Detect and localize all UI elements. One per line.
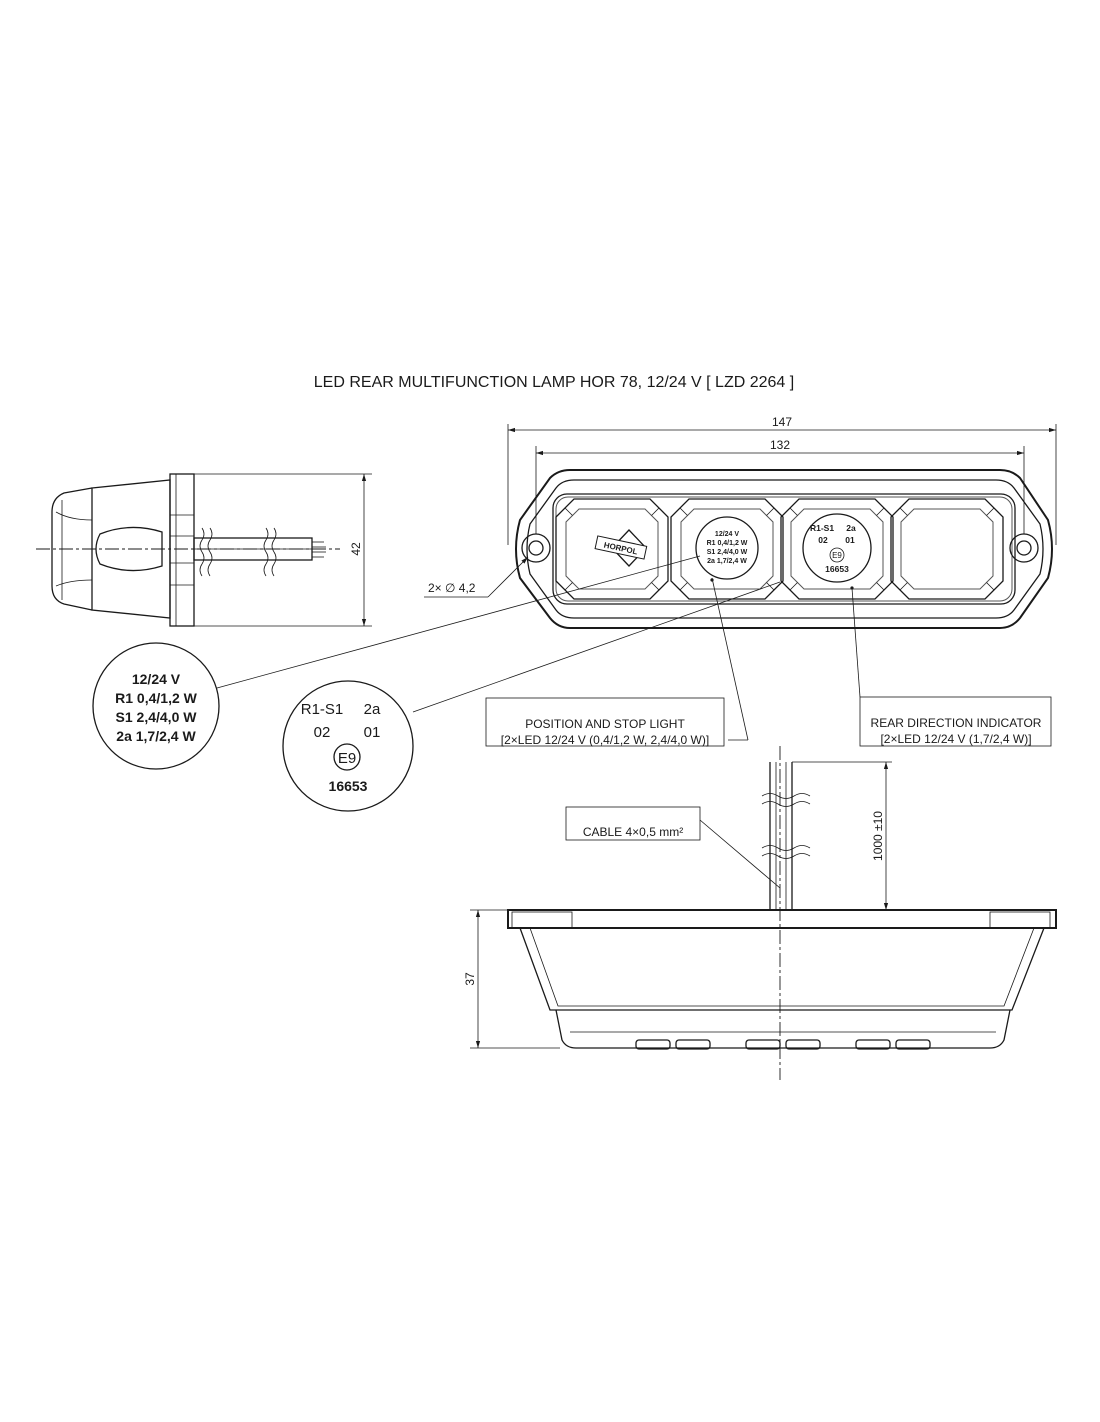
callout-cable: CABLE 4×0,5 mm² (565, 806, 781, 889)
front-view: HORPOL 12/24 V R1 0,4/1,2 W S1 2,4/4,0 W… (424, 415, 1057, 629)
svg-text:E9: E9 (832, 551, 842, 560)
svg-text:2a 1,7/2,4 W: 2a 1,7/2,4 W (116, 728, 196, 744)
svg-text:01: 01 (364, 724, 381, 741)
depth-dimension: 37 (463, 972, 477, 986)
svg-text:2a: 2a (846, 523, 856, 533)
label-detail-left: 12/24 V R1 0,4/1,2 W S1 2,4/4,0 W 2a 1,7… (92, 642, 220, 770)
led-segment-3 (780, 498, 894, 600)
svg-text:S1 2,4/4,0 W: S1 2,4/4,0 W (116, 709, 198, 725)
svg-text:[2×LED 12/24 V (0,4/1,2 W, 2,4: [2×LED 12/24 V (0,4/1,2 W, 2,4/4,0 W)] (501, 733, 709, 747)
svg-text:E9: E9 (338, 750, 356, 767)
label-detail-right: R1-S1 2a 02 01 E9 16653 (282, 680, 414, 812)
svg-text:12/24 V: 12/24 V (132, 671, 181, 687)
mount-hole-left (521, 533, 551, 563)
led-segment-1 (555, 498, 669, 600)
height-dimension: 42 (349, 542, 363, 556)
svg-text:02: 02 (314, 724, 331, 741)
svg-text:2a: 2a (364, 701, 381, 718)
svg-text:R1-S1: R1-S1 (301, 701, 344, 718)
svg-text:[2×LED 12/24 V (1,7/2,4 W)]: [2×LED 12/24 V (1,7/2,4 W)] (880, 732, 1031, 746)
svg-text:02: 02 (818, 535, 828, 545)
led-segment-2 (670, 498, 784, 600)
svg-text:16653: 16653 (329, 778, 368, 794)
horpol-logo: HORPOL (594, 529, 648, 567)
callout-position-stop: POSITION AND STOP LIGHT [2×LED 12/24 V (… (485, 697, 725, 747)
side-view: 42 (36, 473, 372, 627)
svg-text:S1 2,4/4,0 W: S1 2,4/4,0 W (707, 549, 748, 556)
led-segment-4 (890, 498, 1004, 600)
svg-text:2a 1,7/2,4 W: 2a 1,7/2,4 W (707, 558, 747, 565)
width-dimension: 147 (772, 415, 792, 429)
svg-text:R1 0,4/1,2 W: R1 0,4/1,2 W (115, 690, 197, 706)
svg-text:R1 0,4/1,2 W: R1 0,4/1,2 W (707, 540, 748, 547)
svg-text:CABLE 4×0,5 mm²: CABLE 4×0,5 mm² (583, 825, 683, 839)
hole-dimension: 2× ∅ 4,2 (428, 581, 476, 595)
svg-text:12/24 V: 12/24 V (715, 531, 739, 538)
label-circle-small-right: R1-S1 2a 02 01 E9 16653 (802, 513, 872, 583)
svg-text:REAR DIRECTION INDICATOR: REAR DIRECTION INDICATOR (871, 716, 1042, 730)
svg-text:R1-S1: R1-S1 (810, 523, 834, 533)
drawing-title: LED REAR MULTIFUNCTION LAMP HOR 78, 12/2… (314, 374, 794, 391)
bottom-view: 1000 ±10 37 (463, 746, 1057, 1080)
mount-hole-right (1009, 533, 1039, 563)
cable-length-dimension: 1000 ±10 (871, 811, 885, 861)
callout-direction: REAR DIRECTION INDICATOR [2×LED 12/24 V … (859, 696, 1052, 747)
svg-text:16653: 16653 (825, 564, 849, 574)
led-segments (555, 498, 1004, 600)
svg-text:01: 01 (845, 535, 855, 545)
svg-text:POSITION AND STOP LIGHT: POSITION AND STOP LIGHT (525, 717, 685, 731)
mount-spacing-dimension: 132 (770, 438, 790, 452)
label-circle-small-left: 12/24 V R1 0,4/1,2 W S1 2,4/4,0 W 2a 1,7… (695, 516, 759, 580)
